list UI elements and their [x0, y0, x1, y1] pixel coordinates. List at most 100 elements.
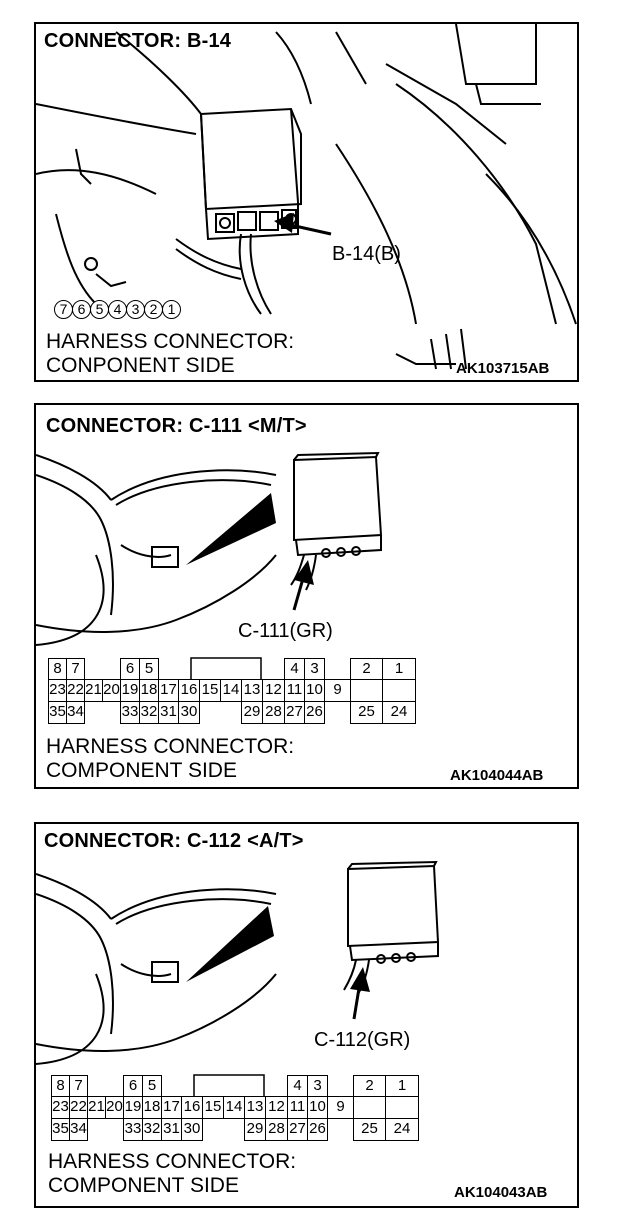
caption-line1: HARNESS CONNECTOR:	[48, 1150, 297, 1173]
figure-code: AK104043AB	[454, 1184, 548, 1201]
pin-cell: 31	[161, 1118, 182, 1141]
pin-cell: 32	[139, 701, 159, 724]
pin-cell: 24	[382, 701, 416, 724]
pin-cell: 22	[66, 679, 85, 702]
callout-label: C-111(GR)	[238, 620, 333, 642]
pin-cell: 18	[142, 1096, 162, 1119]
pin-cell: 15	[202, 1096, 224, 1119]
pin-cell: 1	[385, 1075, 419, 1097]
pin-cell: 7	[66, 658, 85, 680]
pin-cell: 8	[51, 1075, 70, 1097]
pin-cell: 19	[123, 1096, 143, 1119]
pin-cell: 14	[223, 1096, 245, 1119]
pin-cell: 16	[178, 679, 200, 702]
figure-code: AK104044AB	[450, 767, 544, 784]
pin-cell: 10	[304, 679, 325, 702]
pin-cell: 6	[123, 1075, 143, 1097]
pin-cell: 4	[287, 1075, 308, 1097]
pin-cell: 5	[142, 1075, 162, 1097]
pin-cell: 23	[51, 1096, 70, 1119]
c111-pin-grid: 8 7 6 5 4 3 2 1 23 22 21 20 19 18 17 16 …	[48, 658, 428, 728]
pin: 1	[162, 300, 181, 319]
pin-cell: 25	[353, 1118, 386, 1141]
pin-cell: 26	[304, 701, 325, 724]
pin-cell: 30	[181, 1118, 203, 1141]
pin-cell: 20	[102, 679, 121, 702]
pin-cell: 21	[87, 1096, 106, 1119]
pin: 6	[72, 300, 91, 319]
pin-cell: 1	[382, 658, 416, 680]
pin-cell: 24	[385, 1118, 419, 1141]
callout-label: B-14(B)	[332, 243, 401, 265]
b14-illustration	[36, 24, 577, 370]
pin-cell: 28	[262, 701, 285, 724]
pin-cell: 2	[353, 1075, 386, 1097]
pin-cell: 15	[199, 679, 221, 702]
panel-title: CONNECTOR: C-111 <M/T>	[46, 415, 307, 437]
pin-cell: 30	[178, 701, 200, 724]
caption-line1: HARNESS CONNECTOR:	[46, 735, 295, 758]
connector-c111-panel: CONNECTOR: C-111 <M/T> C-111(GR) 8 7 6 5…	[34, 403, 579, 789]
pin-cell: 10	[307, 1096, 328, 1119]
pin-cell: 33	[120, 701, 140, 724]
pin-cell: 35	[48, 701, 67, 724]
pin-cell: 27	[284, 701, 305, 724]
pin-cell: 14	[220, 679, 242, 702]
c112-illustration	[36, 860, 440, 1098]
callout-label: C-112(GR)	[314, 1029, 411, 1051]
pin-cell: 3	[304, 658, 325, 680]
figure-code: AK103715AB	[456, 360, 550, 377]
pin: 4	[108, 300, 127, 319]
pin-cell: 2	[350, 658, 383, 680]
pin-cell	[353, 1096, 386, 1119]
pin-cell: 12	[262, 679, 285, 702]
caption-line2: CONPONENT SIDE	[46, 354, 235, 377]
pin-cell: 20	[105, 1096, 124, 1119]
pin: 5	[90, 300, 109, 319]
pin-cell	[385, 1096, 419, 1119]
pin-cell: 29	[244, 1118, 266, 1141]
pin-cell: 21	[84, 679, 103, 702]
pin-cell: 16	[181, 1096, 203, 1119]
pin-cell: 19	[120, 679, 140, 702]
panel-title: CONNECTOR: B-14	[44, 30, 232, 52]
pin-cell: 9	[327, 1096, 354, 1119]
pin-cell: 9	[324, 679, 351, 702]
pin-cell	[350, 679, 383, 702]
pin-cell: 3	[307, 1075, 328, 1097]
pin-cell: 11	[287, 1096, 308, 1119]
pin-cell: 18	[139, 679, 159, 702]
pin-cell: 32	[142, 1118, 162, 1141]
pin-cell: 22	[69, 1096, 88, 1119]
pin-cell: 26	[307, 1118, 328, 1141]
caption-line2: COMPONENT SIDE	[46, 759, 237, 782]
pin-cell: 25	[350, 701, 383, 724]
pin-cell: 13	[244, 1096, 266, 1119]
pin-cell: 13	[241, 679, 263, 702]
pin-cell: 27	[287, 1118, 308, 1141]
pin-cell	[382, 679, 416, 702]
pin: 3	[126, 300, 145, 319]
pin-cell: 8	[48, 658, 67, 680]
pin-cell: 31	[158, 701, 179, 724]
panel-title: CONNECTOR: C-112 <A/T>	[44, 830, 304, 852]
pin-cell: 33	[123, 1118, 143, 1141]
pin-cell: 29	[241, 701, 263, 724]
pin: 2	[144, 300, 163, 319]
pin-cell: 4	[284, 658, 305, 680]
pin-cell: 6	[120, 658, 140, 680]
b14-pin-row: 7 6 5 4 3 2 1	[54, 300, 181, 319]
caption-line1: HARNESS CONNECTOR:	[46, 330, 295, 353]
pin-cell: 17	[161, 1096, 182, 1119]
connector-b14-panel: CONNECTOR: B-14 B-14(B) 7 6 5 4 3 2 1 HA…	[34, 22, 579, 382]
pin-cell: 35	[51, 1118, 70, 1141]
pin-cell: 12	[265, 1096, 288, 1119]
pin: 7	[54, 300, 73, 319]
c112-pin-grid: 8 7 6 5 4 3 2 1 23 22 21 20 19 18 17 16 …	[51, 1075, 431, 1145]
connector-c112-panel: CONNECTOR: C-112 <A/T> C-112(GR) 8 7 6 5…	[34, 822, 579, 1208]
caption-line2: COMPONENT SIDE	[48, 1174, 239, 1197]
pin-cell: 17	[158, 679, 179, 702]
pin-cell: 34	[69, 1118, 88, 1141]
pin-cell: 11	[284, 679, 305, 702]
pin-cell: 5	[139, 658, 159, 680]
